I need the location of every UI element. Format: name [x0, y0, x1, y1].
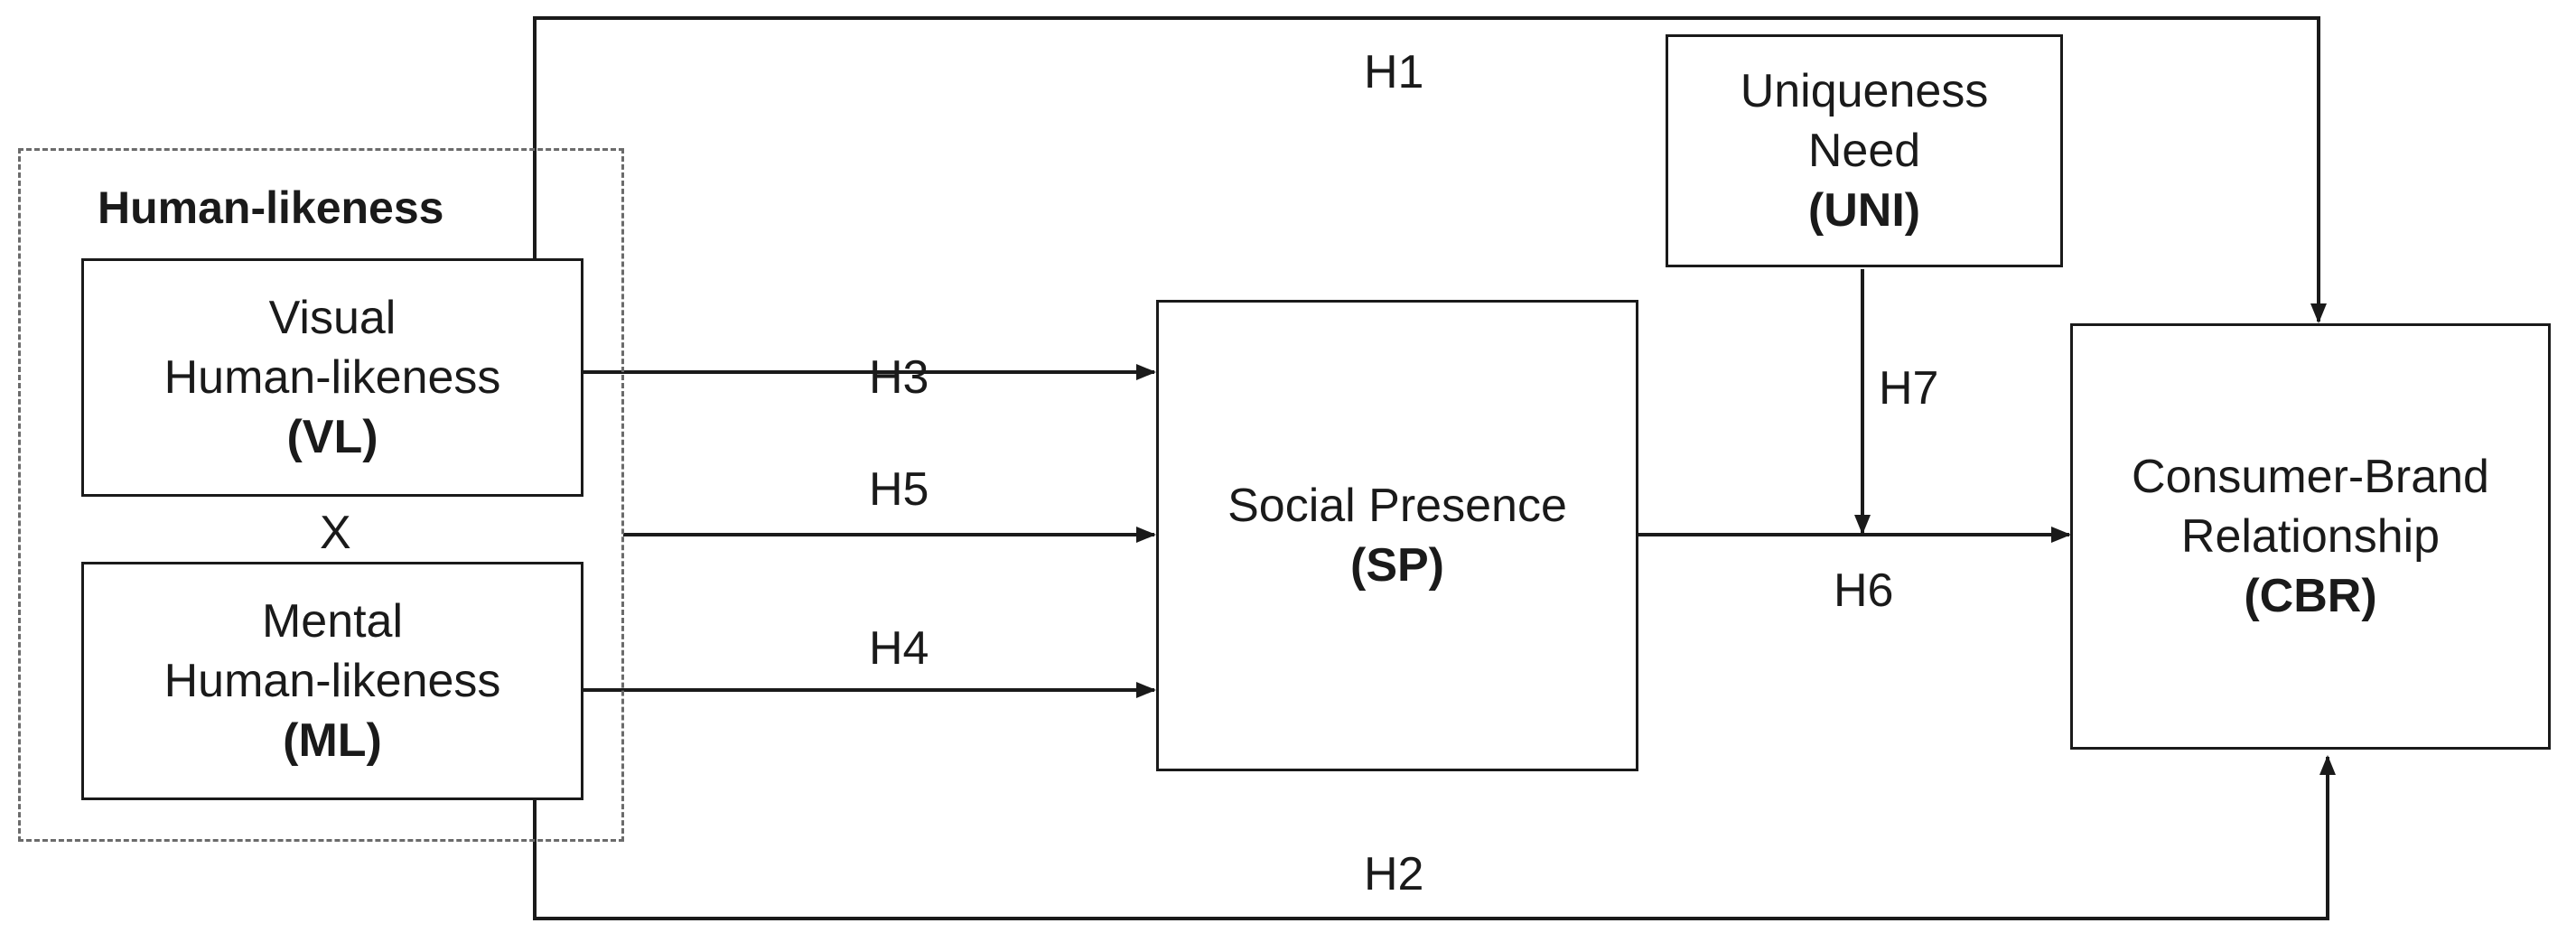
- label-h3: H3: [869, 351, 929, 404]
- arrow-h1: [533, 16, 2327, 323]
- node-social-presence: Social Presence (SP): [1156, 300, 1638, 771]
- node-consumer-brand-relationship: Consumer-Brand Relationship (CBR): [2070, 323, 2551, 750]
- node-sp-abbr: (SP): [1350, 539, 1444, 592]
- interaction-symbol: X: [320, 507, 351, 559]
- node-sp-line1: Social Presence: [1227, 480, 1567, 532]
- label-h1: H1: [1364, 46, 1424, 98]
- label-h7: H7: [1879, 362, 1939, 415]
- node-uni-abbr: (UNI): [1807, 184, 1921, 237]
- arrow-h2: [533, 755, 2336, 920]
- label-h2: H2: [1364, 848, 1424, 900]
- node-cbr-line2: Relationship: [2180, 510, 2441, 563]
- human-likeness-group: [18, 148, 624, 842]
- node-uni-line2: Need: [1807, 125, 1921, 177]
- label-h5: H5: [869, 463, 929, 516]
- label-h6: H6: [1834, 564, 1894, 617]
- node-ml-line2: Human-likeness: [163, 655, 501, 707]
- label-h4: H4: [869, 622, 929, 675]
- node-cbr-abbr: (CBR): [2244, 570, 2377, 622]
- node-uni-line1: Uniqueness: [1740, 65, 1989, 117]
- node-vl-abbr: (VL): [286, 411, 378, 463]
- node-uniqueness-need: Uniqueness Need (UNI): [1666, 34, 2063, 267]
- node-vl-line1: Visual: [268, 292, 397, 344]
- node-vl-line2: Human-likeness: [163, 351, 501, 404]
- node-visual-human-likeness: Visual Human-likeness (VL): [81, 258, 583, 497]
- node-cbr-line1: Consumer-Brand: [2132, 451, 2489, 503]
- node-ml-line1: Mental: [261, 595, 404, 648]
- node-ml-abbr: (ML): [283, 714, 382, 767]
- group-title: Human-likeness: [98, 182, 444, 233]
- node-mental-human-likeness: Mental Human-likeness (ML): [81, 562, 583, 800]
